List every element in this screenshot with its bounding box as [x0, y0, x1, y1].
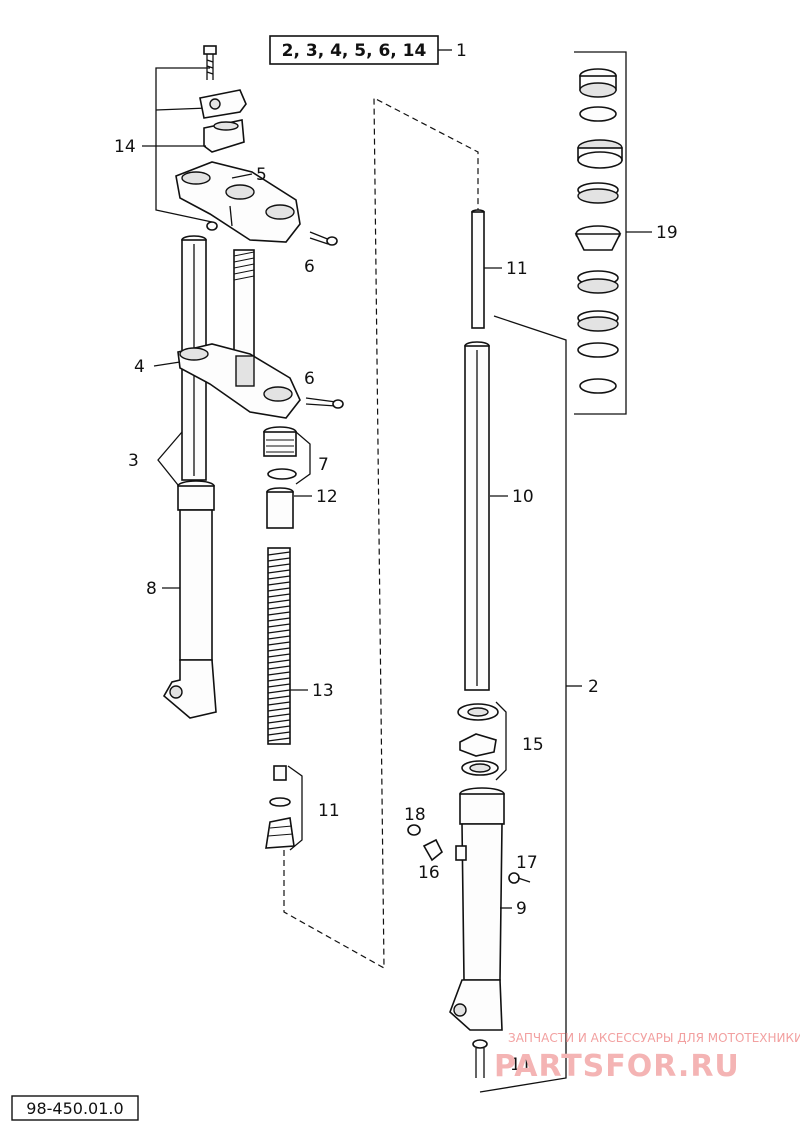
axle-clamp-16: [422, 838, 444, 862]
clamp-bolt: [203, 45, 217, 80]
fork-seals: [457, 703, 499, 776]
assembly-box-text: 2, 3, 4, 5, 6, 14: [282, 41, 427, 61]
nut-18: [407, 824, 421, 836]
label-19: 19: [656, 223, 678, 243]
bracket-2: [479, 315, 567, 1093]
handlebar-clamp-lower: [203, 119, 245, 153]
inner-fork-tube: [464, 341, 490, 691]
label-11a: 11: [506, 259, 528, 279]
drawing-code: 98-450.01.0: [26, 1099, 123, 1118]
fork-cap: [263, 426, 297, 480]
left-fork-slider: [162, 480, 217, 719]
pinch-bolt-upper: [309, 231, 338, 246]
bolt-17: [508, 872, 531, 884]
label-6a: 6: [304, 257, 315, 277]
label-13: 13: [312, 681, 334, 701]
label-6b: 6: [304, 369, 315, 389]
damper-bolt-set: [265, 765, 295, 849]
bolt-bracket: [155, 67, 213, 223]
upper-triple-clamp: [175, 161, 301, 243]
label-2: 2: [588, 677, 599, 697]
right-fork-slider: [449, 787, 505, 1031]
bottom-bolt: [472, 1039, 488, 1078]
label-11b: 11: [318, 801, 340, 821]
assembly-group-box: 2, 3, 4, 5, 6, 14 1: [269, 35, 467, 65]
watermark-tagline: ЗАПЧАСТИ И АКСЕССУАРЫ ДЛЯ МОТОТЕХНИКИ: [508, 1031, 800, 1045]
label-17: 17: [516, 853, 538, 873]
label-3: 3: [128, 451, 139, 471]
assembly-dashed-line: [283, 97, 479, 970]
bearing-stack: [574, 68, 623, 394]
steering-stem: [233, 249, 255, 361]
label-1: 1: [456, 41, 467, 61]
pinch-bolt-lower: [305, 397, 344, 409]
label-12: 12: [316, 487, 338, 507]
label-5: 5: [256, 165, 267, 185]
watermark-brand: PARTSFOR.RU: [494, 1049, 740, 1084]
damper-rod: [471, 209, 485, 329]
label-7: 7: [318, 455, 329, 475]
handlebar-clamp-upper: [199, 89, 247, 119]
label-16: 16: [418, 863, 440, 883]
fork-spring: [267, 547, 291, 745]
spacer-tube: [266, 487, 294, 529]
lower-triple-clamp: [177, 343, 301, 419]
label-18: 18: [404, 805, 426, 825]
label-4: 4: [134, 357, 145, 377]
label-8: 8: [146, 579, 157, 599]
label-10: 10: [512, 487, 534, 507]
label-11c: 11: [510, 1055, 532, 1075]
label-15: 15: [522, 735, 544, 755]
drawing-code-box: 98-450.01.0: [11, 1095, 139, 1121]
label-9: 9: [516, 899, 527, 919]
bracket-19: [574, 51, 627, 415]
label-14: 14: [114, 137, 136, 157]
